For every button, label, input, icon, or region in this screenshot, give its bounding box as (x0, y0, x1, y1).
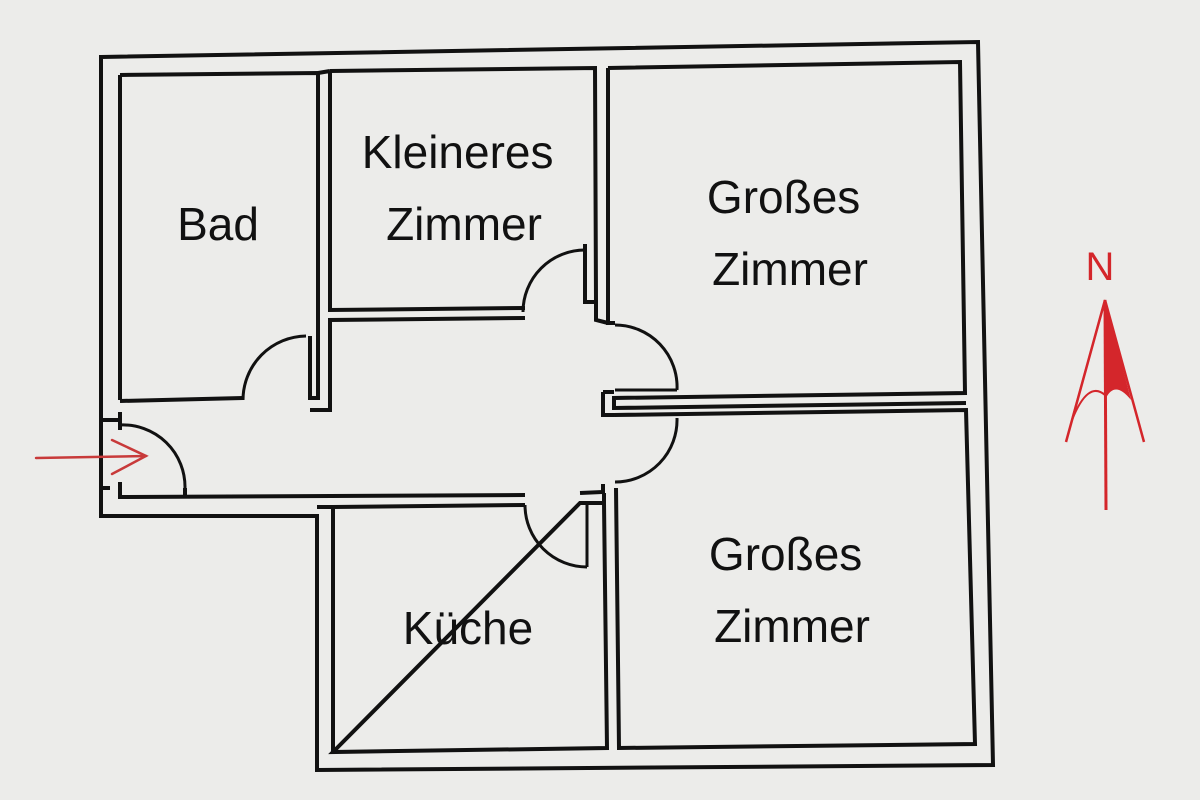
kueche-wall (317, 493, 610, 755)
exterior-outer-wall (99, 39, 996, 773)
hall-east-wall (601, 390, 614, 417)
corridor-south-wall (101, 486, 187, 497)
partition-bad-kleineres (310, 69, 526, 412)
doors (119, 248, 679, 569)
room-label-kueche: Küche (403, 602, 533, 654)
grosses-zimmer-nord-door (614, 323, 679, 391)
kleineres-zimmer-door (521, 248, 586, 313)
grosses-zimmer-sued-wall (613, 407, 978, 751)
kueche-door (523, 504, 588, 569)
room-label-grosses-zimmer-sued: Großes Zimmer (709, 528, 875, 652)
kleineres-zimmer-wall (329, 65, 599, 304)
entrance-arrow-icon (34, 438, 149, 476)
room-label-kleineres-zimmer: Kleineres Zimmer (362, 126, 567, 250)
walls (99, 39, 996, 773)
north-arrow-icon (1064, 299, 1146, 511)
entrance-door (119, 423, 187, 489)
grosses-zimmer-sued-door (614, 417, 679, 484)
compass-north-label: N (1086, 245, 1115, 289)
room-label-grosses-zimmer-nord: Großes Zimmer (707, 171, 873, 295)
grosses-zimmer-nord-wall (594, 59, 968, 411)
bad-door (241, 334, 307, 401)
door-jambs (585, 388, 677, 567)
north-compass: N (1064, 245, 1146, 511)
room-label-bad: Bad (177, 198, 259, 250)
bad-wall (119, 70, 320, 403)
